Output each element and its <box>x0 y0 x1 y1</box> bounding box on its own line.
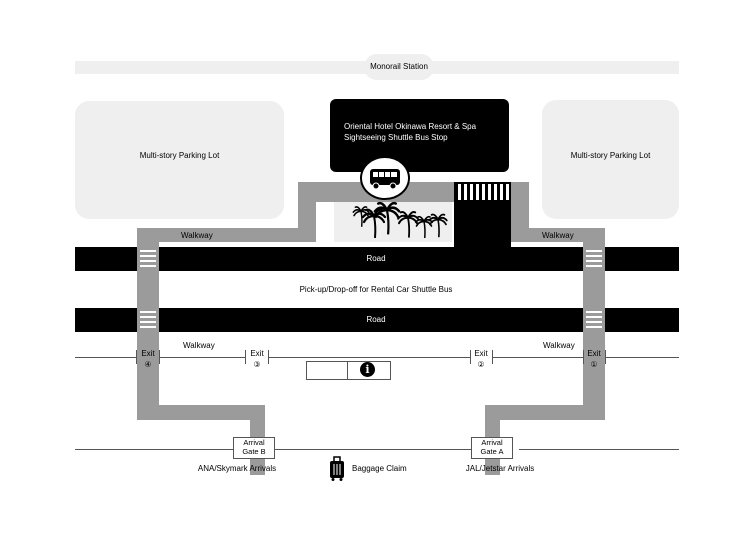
crosswalk-right-lower-stripe <box>586 311 602 313</box>
walkway-upper-left-vertical <box>298 182 316 228</box>
road-lower-label: Road <box>366 315 386 324</box>
crosswalk-right-lower-stripe <box>586 326 602 328</box>
crosswalk-right-lower-stripe <box>586 321 602 323</box>
walkway-upper-right-vertical <box>511 182 529 242</box>
walkway-lower-left-label: Walkway <box>183 341 215 350</box>
walkway-lower-right-label: Walkway <box>543 341 575 350</box>
crosswalk-left-lower-stripe <box>140 321 156 323</box>
road-upper <box>75 247 679 271</box>
walkway-left-column <box>137 228 159 420</box>
palm-tree-icon <box>414 215 434 239</box>
crosswalk-right-upper-stripe <box>586 255 602 257</box>
crosswalk-hotel-stripe <box>464 184 467 200</box>
arrival-gate-b-line2: Gate B <box>242 447 266 456</box>
hotel-bus-lane <box>454 202 511 247</box>
walkway-upper-left-label: Walkway <box>181 231 213 240</box>
crosswalk-right-lower-stripe <box>586 316 602 318</box>
crosswalk-hotel-stripe <box>482 184 485 200</box>
terminal-lower-line-right <box>519 449 679 450</box>
baggage-claim-label: Baggage Claim <box>352 464 407 473</box>
road-lower <box>75 308 679 332</box>
exit-3-tick-right <box>268 350 269 364</box>
bus-icon <box>360 156 410 200</box>
arrival-gate-b-line1: Arrival <box>243 438 265 447</box>
exit-1-tick-left <box>583 350 584 364</box>
crosswalk-left-lower-stripe <box>140 316 156 318</box>
monorail-station-label: Monorail Station <box>370 62 428 71</box>
monorail-station-pill <box>364 54 434 80</box>
crosswalk-left-lower-stripe <box>140 311 156 313</box>
palm-tree-icon <box>397 211 419 238</box>
parking-lot-left-label: Multi-story Parking Lot <box>139 151 220 160</box>
baggage-icon <box>329 456 345 481</box>
exit-1-number: ① <box>590 360 598 369</box>
exit-4-tick-left <box>136 350 137 364</box>
walkway-right-column <box>583 228 605 420</box>
crosswalk-hotel-stripe <box>494 184 497 200</box>
arrival-gate-a-line2: Gate A <box>480 447 504 456</box>
crosswalk-right-upper-stripe <box>586 260 602 262</box>
exit-2-tick-right <box>492 350 493 364</box>
arrival-gate-b: Arrival Gate B <box>233 437 275 459</box>
parking-lot-right <box>542 100 679 219</box>
exit-2-label: Exit <box>474 349 488 358</box>
crosswalk-hotel-stripe <box>500 184 503 200</box>
walkway-right-bottom <box>485 405 605 420</box>
crosswalk-hotel-stripe <box>506 184 509 200</box>
terminal-line-seg3 <box>268 357 470 358</box>
parking-lot-left <box>75 101 284 219</box>
hotel-bus-stop-box <box>330 99 509 172</box>
walkway-upper-right-horizontal <box>511 228 605 242</box>
crosswalk-left-lower-stripe <box>140 326 156 328</box>
exit-2-number: ② <box>477 360 485 369</box>
exit-1-label: Exit <box>587 349 601 358</box>
exit-1-tick-right <box>605 350 606 364</box>
crosswalk-right-upper-stripe <box>586 250 602 252</box>
walkway-upper-left-horizontal <box>137 228 316 242</box>
exit-3-number: ③ <box>253 360 261 369</box>
palm-trees <box>352 201 448 239</box>
exit-2-tick-left <box>470 350 471 364</box>
crosswalk-left-upper-stripe <box>140 260 156 262</box>
palm-tree-icon <box>428 213 448 238</box>
crosswalk-left-upper-stripe <box>140 250 156 252</box>
parking-lot-right-label: Multi-story Parking Lot <box>570 151 651 160</box>
information-counter-divider <box>347 361 348 379</box>
gate-b-caption: ANA/Skymark Arrivals <box>197 464 277 473</box>
exit-4-number: ④ <box>144 360 152 369</box>
exit-4-label: Exit <box>141 349 155 358</box>
crosswalk-left-upper-stripe <box>140 255 156 257</box>
hotel-bus-stop-label: Sightseeing Shuttle Bus Stop <box>344 133 448 142</box>
terminal-line-seg5 <box>605 357 679 358</box>
crosswalk-hotel-stripe <box>476 184 479 200</box>
hotel-name: Oriental Hotel Okinawa Resort & Spa <box>344 122 477 131</box>
crosswalk-hotel-stripe <box>470 184 473 200</box>
palm-tree-icon <box>373 201 401 235</box>
terminal-line-seg2 <box>159 357 245 358</box>
walkway-upper-right-label: Walkway <box>542 231 574 240</box>
pickup-dropoff-label: Pick-up/Drop-off for Rental Car Shuttle … <box>299 285 453 294</box>
terminal-line-seg1 <box>75 357 137 358</box>
gate-a-caption: JAL/Jetstar Arrivals <box>465 464 535 473</box>
palm-tree-icon <box>361 208 387 239</box>
crosswalk-right-upper-stripe <box>586 265 602 267</box>
exit-4-tick-right <box>159 350 160 364</box>
road-upper-label: Road <box>366 254 386 263</box>
crosswalk-left-upper-stripe <box>140 265 156 267</box>
terminal-lower-line-mid <box>275 449 471 450</box>
information-counter <box>306 361 391 380</box>
information-icon: i <box>360 362 375 377</box>
crosswalk-hotel-stripe <box>458 184 461 200</box>
terminal-line-seg4 <box>492 357 583 358</box>
exit-3-tick-left <box>245 350 246 364</box>
walkway-left-bottom <box>137 405 265 420</box>
crosswalk-hotel-stripe <box>488 184 491 200</box>
arrival-gate-a: Arrival Gate A <box>471 437 513 459</box>
arrival-gate-a-line1: Arrival <box>481 438 503 447</box>
terminal-lower-line-left <box>75 449 233 450</box>
exit-3-label: Exit <box>250 349 264 358</box>
